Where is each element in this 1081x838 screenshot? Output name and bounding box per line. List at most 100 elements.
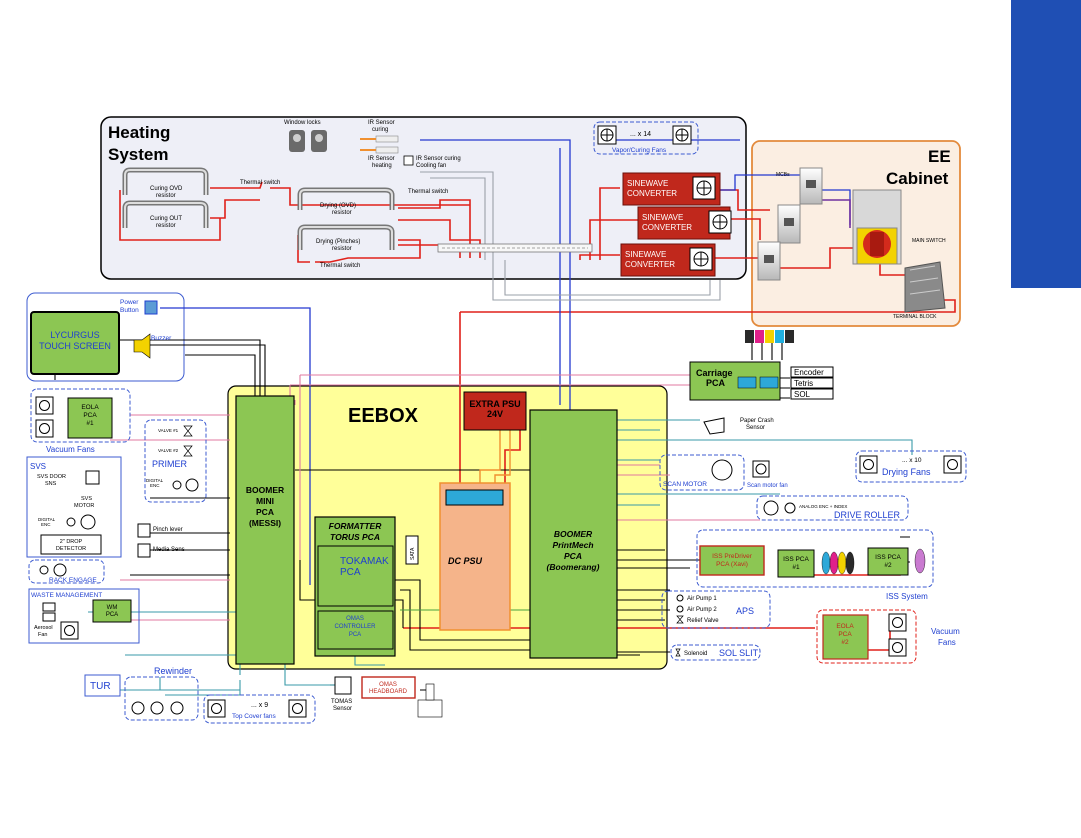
svs-title: SVS xyxy=(30,462,46,471)
tokamak-pca xyxy=(317,545,394,607)
iss-pca-2-label: ISS PCA#2 xyxy=(875,554,901,569)
thermal-switch-label: Thermal switch xyxy=(240,180,280,186)
motor-icon xyxy=(170,701,184,715)
fan-icon xyxy=(207,699,226,718)
motor-icon xyxy=(763,500,779,516)
fan-icon xyxy=(597,125,617,145)
relief-valve-label: Relief Valve xyxy=(687,618,719,624)
solenoid-label: Solenoid xyxy=(684,651,707,657)
media-sensor-label: Media Sens xyxy=(153,547,185,553)
motor-icon xyxy=(711,459,733,481)
rack-engage-title: RACK ENGAGE xyxy=(49,577,97,584)
drying-pinches-resistor xyxy=(297,224,395,250)
pinch-sensor-icon xyxy=(137,523,151,538)
power-button-icon[interactable] xyxy=(144,300,158,315)
fan-icon xyxy=(35,419,54,438)
extra-psu xyxy=(463,391,527,431)
door-sensor-icon xyxy=(85,470,100,485)
sol-slit-group xyxy=(670,644,761,661)
side-tab-marker xyxy=(1011,0,1081,288)
iss-predriver-pca xyxy=(699,545,765,576)
thermal-switch-label: Thermal switch xyxy=(320,263,360,269)
ir-sensor-icon xyxy=(375,135,399,143)
tur-box xyxy=(84,674,121,697)
vapor-fans-group xyxy=(593,121,699,155)
encoder-label: Encoder xyxy=(794,368,824,377)
encoder-box xyxy=(790,366,834,378)
iss-pca-1 xyxy=(777,549,815,578)
buzzer-icon xyxy=(133,333,151,359)
main-switch-icon xyxy=(852,189,902,265)
top-cover-fans-count: ... x 9 xyxy=(251,702,268,709)
dc-psu xyxy=(439,482,511,631)
fan-icon xyxy=(672,125,692,145)
drying-pinches-label: Drying (Pinches)resistor xyxy=(316,239,360,252)
mcb-breaker-icon xyxy=(757,241,781,281)
drying-fans-group xyxy=(855,450,967,483)
sata-drive-icon xyxy=(405,535,419,565)
eebox-title: EEBOX xyxy=(348,405,419,427)
tetris-box xyxy=(790,377,834,389)
main-switch-label: MAIN SWITCH xyxy=(912,238,946,244)
window-lock-icon xyxy=(289,130,327,152)
fan-icon xyxy=(752,460,770,478)
primer-group xyxy=(144,419,207,503)
valve-1-label: VALVE #1 xyxy=(158,428,179,433)
fan-icon xyxy=(60,621,79,640)
drop-detector-box xyxy=(40,534,102,555)
mcb-breaker-icon xyxy=(777,204,801,244)
valve-2-label: VALVE #2 xyxy=(158,448,179,453)
tomas-sensor-icon xyxy=(334,676,352,695)
rewinder-title: Rewinder xyxy=(154,666,192,676)
dc-psu-label: DC PSU xyxy=(448,556,483,566)
relief-valve-icon xyxy=(676,615,684,624)
boomer-printmech-pca xyxy=(529,409,618,659)
air-pump-2-label: Air Pump 2 xyxy=(687,607,717,613)
eola-pca-1 xyxy=(67,397,113,439)
primer-title: PRIMER xyxy=(152,459,188,469)
motor-icon xyxy=(150,701,164,715)
mcb-breaker-icon xyxy=(799,167,823,205)
encoder-icon xyxy=(66,517,76,527)
top-cover-fans-caption: Top Cover fans xyxy=(232,713,276,720)
aps-group xyxy=(661,590,771,629)
aps-title: APS xyxy=(736,606,754,616)
encoder-icon xyxy=(39,565,49,575)
motor-icon xyxy=(131,701,145,715)
omas-headboard xyxy=(361,676,416,699)
ink-rolls-icon xyxy=(821,551,855,575)
vacuum-fans-group-1 xyxy=(30,388,131,443)
buzzer-label: Buzzer xyxy=(151,335,172,342)
scan-motor-label: SCAN MOTOR xyxy=(663,481,707,488)
drying-ovd-label: Drying (OVD)resistor xyxy=(320,203,356,216)
ink-cartridges-icon xyxy=(745,330,794,343)
encoder-icon xyxy=(784,502,796,514)
sata-label: SATA xyxy=(410,547,416,560)
vapor-fans-caption: Vapor/Curing Fans xyxy=(612,147,667,154)
drying-ovd-resistor xyxy=(297,187,395,210)
paper-crash-sensor-icon xyxy=(703,417,725,435)
